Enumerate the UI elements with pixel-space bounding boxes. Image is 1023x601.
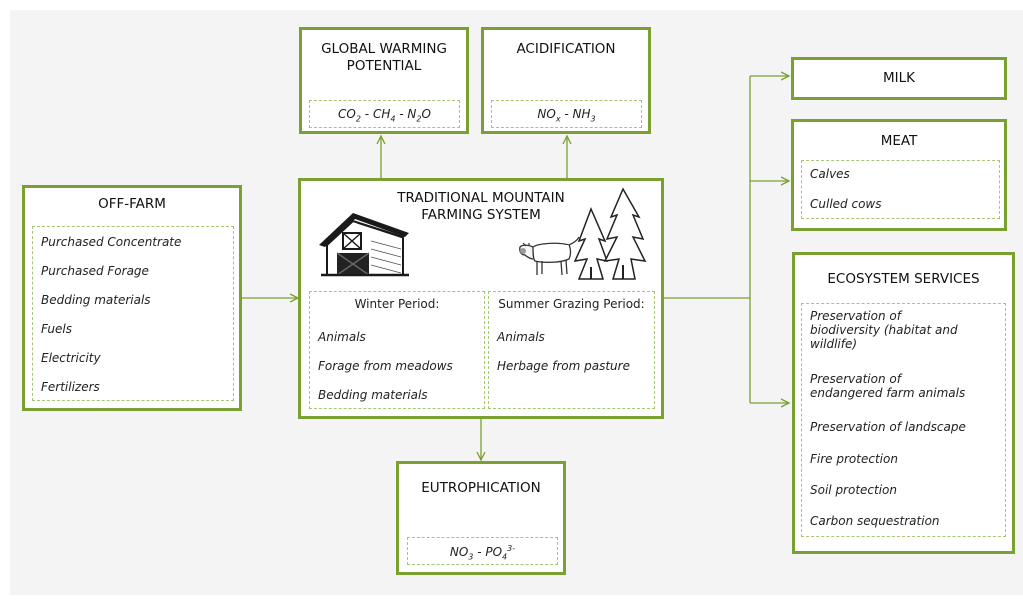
barn-icon — [319, 213, 409, 277]
milk-box: MILK — [791, 57, 1007, 100]
off-farm-item: Purchased Concentrate — [41, 235, 182, 249]
ecosystem-services-title: ECOSYSTEM SERVICES — [827, 271, 980, 287]
acidification-gases: NOx - NH3 — [537, 107, 596, 124]
off-farm-item: Bedding materials — [41, 293, 151, 307]
farming-system-box: TRADITIONAL MOUNTAIN FARMING SYSTEM Wint… — [298, 178, 664, 419]
ecosystem-item: Fire protection — [810, 452, 898, 466]
farming-system-title-line2: FARMING SYSTEM — [421, 207, 541, 223]
off-farm-item: Fertilizers — [41, 380, 100, 394]
off-farm-items-box: Purchased Concentrate Purchased Forage B… — [32, 226, 234, 401]
farming-system-title: TRADITIONAL MOUNTAIN FARMING SYSTEM — [301, 190, 661, 224]
eutrophication-title: EUTROPHICATION — [421, 480, 541, 496]
meat-item: Calves — [810, 167, 850, 181]
summer-period-box: Summer Grazing Period: Animals Herbage f… — [488, 291, 655, 409]
eutrophication-gases-box: NO3 - PO43- — [407, 537, 558, 565]
eutrophication-box: EUTROPHICATION NO3 - PO43- — [396, 461, 566, 575]
ecosystem-item: Preservation of landscape — [810, 420, 966, 434]
summer-period-item: Animals — [497, 330, 545, 344]
winter-period-box: Winter Period: Animals Forage from meado… — [309, 291, 485, 409]
global-warming-title-line2: POTENTIAL — [346, 58, 422, 74]
meat-items-box: Calves Culled cows — [801, 160, 1000, 219]
ecosystem-item: Carbon sequestration — [810, 514, 940, 528]
fir-trees-icon — [573, 187, 647, 280]
milk-title: MILK — [882, 70, 915, 86]
off-farm-title: OFF-FARM — [98, 196, 166, 212]
acidification-title: ACIDIFICATION — [516, 41, 616, 57]
meat-box: MEAT Calves Culled cows — [791, 119, 1007, 231]
winter-period-item: Bedding materials — [318, 388, 428, 402]
eutrophication-gases: NO3 - PO43- — [449, 544, 516, 562]
summer-period-title: Summer Grazing Period: — [498, 297, 645, 311]
summer-period-item: Herbage from pasture — [497, 359, 630, 373]
off-farm-box: OFF-FARM Purchased Concentrate Purchased… — [22, 185, 242, 411]
winter-period-item: Animals — [318, 330, 366, 344]
global-warming-title-line1: GLOBAL WARMING — [321, 41, 447, 57]
global-warming-gases-box: CO2 - CH4 - N2O — [309, 100, 460, 128]
winter-period-title: Winter Period: — [354, 297, 440, 311]
meat-item: Culled cows — [810, 197, 882, 211]
acidification-box: ACIDIFICATION NOx - NH3 — [481, 27, 651, 134]
global-warming-gases: CO2 - CH4 - N2O — [338, 107, 431, 124]
winter-period-item: Forage from meadows — [318, 359, 453, 373]
off-farm-item: Electricity — [41, 351, 101, 365]
off-farm-item: Fuels — [41, 322, 72, 336]
meat-title: MEAT — [880, 133, 918, 149]
acidification-gases-box: NOx - NH3 — [491, 100, 642, 128]
global-warming-title: GLOBAL WARMING POTENTIAL — [302, 41, 466, 75]
off-farm-item: Purchased Forage — [41, 264, 149, 278]
global-warming-box: GLOBAL WARMING POTENTIAL CO2 - CH4 - N2O — [299, 27, 469, 134]
farming-system-title-line1: TRADITIONAL MOUNTAIN — [397, 190, 565, 206]
cow-icon — [519, 236, 580, 276]
ecosystem-item: Soil protection — [810, 483, 898, 497]
